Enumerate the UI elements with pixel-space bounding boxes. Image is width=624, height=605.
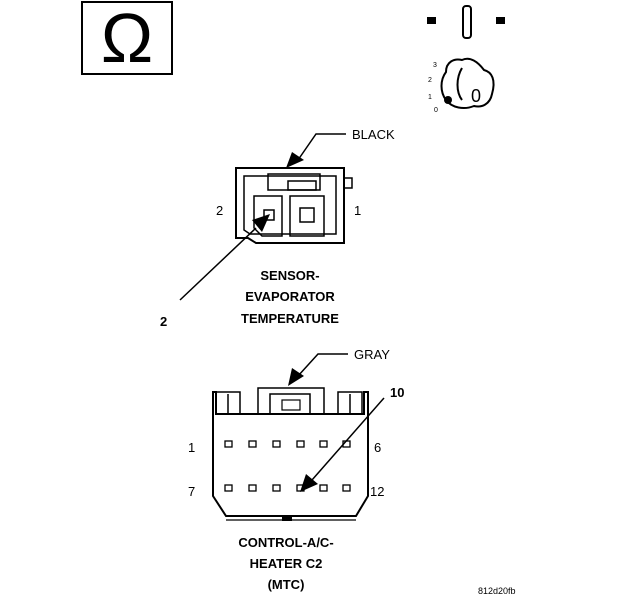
ohm-glyph: Ω xyxy=(101,0,153,77)
connector2-name-line3: (MTC) xyxy=(268,577,305,592)
connector2-color-label: GRAY xyxy=(354,347,390,362)
figure-id: 812d20fb xyxy=(478,586,516,596)
cavity-1 xyxy=(289,195,325,237)
evaporator-sensor-connector: BLACK 2 1 2 SENSOR- EVAPORATOR TEMPERATU… xyxy=(160,127,395,329)
cavity-2 xyxy=(253,195,283,237)
key-slot-icon xyxy=(462,5,472,39)
connector2-name-line1: CONTROL-A/C- xyxy=(238,535,333,550)
ignition-position-label: 0 xyxy=(471,86,481,106)
connector1-name-line1: SENSOR- xyxy=(260,268,319,283)
ohmmeter-icon: Ω xyxy=(81,0,173,77)
scale-label-2: 2 xyxy=(428,77,432,84)
connector2-pin-6: 6 xyxy=(374,440,381,455)
connector1-name-line2: EVAPORATOR xyxy=(245,289,335,304)
connector2-pin-1: 1 xyxy=(188,440,195,455)
connector2-callout: 10 xyxy=(390,385,404,400)
key-pointer-dot-icon xyxy=(444,96,452,104)
dash-right-icon xyxy=(496,17,505,24)
ac-heater-control-connector: GRAY 10 1 6 7 12 CONTROL-A/C- HEATER C2 … xyxy=(188,347,404,592)
dash-left-icon xyxy=(427,17,436,24)
scale-label-1: 1 xyxy=(428,94,432,101)
connector2-pin-7: 7 xyxy=(188,484,195,499)
scale-label-0: 0 xyxy=(434,107,438,114)
connector2-pin-12: 12 xyxy=(370,484,384,499)
pin-row-bottom xyxy=(224,484,351,492)
connector1-pin-left: 2 xyxy=(216,203,223,218)
scale-label-3: 3 xyxy=(433,62,437,69)
connector1-callout: 2 xyxy=(160,314,167,329)
connector2-name-line2: HEATER C2 xyxy=(250,556,323,571)
connector1-pin-right: 1 xyxy=(354,203,361,218)
pin-row-top xyxy=(224,440,351,448)
ignition-off-icon: 0 3 2 1 0 xyxy=(427,5,505,114)
connector1-name-line3: TEMPERATURE xyxy=(241,311,339,326)
connector1-color-label: BLACK xyxy=(352,127,395,142)
